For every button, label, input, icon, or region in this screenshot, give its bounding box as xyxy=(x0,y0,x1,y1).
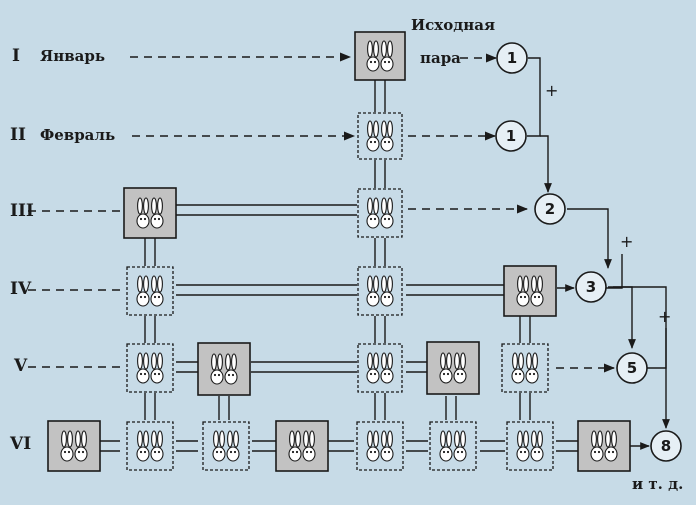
count-circle-1: 1 xyxy=(496,42,528,74)
month-label-4: IV xyxy=(10,279,32,299)
count-value-5: 5 xyxy=(627,359,637,377)
count-circle-4: 3 xyxy=(575,271,607,303)
young-pair-box-8 xyxy=(126,343,174,393)
month-label-5: V xyxy=(13,356,28,376)
month-name-january: Январь xyxy=(40,47,105,65)
young-pair-box-18 xyxy=(429,421,477,471)
count-value-1: 1 xyxy=(507,49,517,67)
etc-label: и т. д. xyxy=(632,475,683,493)
young-pair-box-19 xyxy=(506,421,554,471)
adult-pair-box-7 xyxy=(503,265,557,317)
young-pair-box-14 xyxy=(126,421,174,471)
young-pair-box-10 xyxy=(357,343,403,393)
month-label-1: I xyxy=(12,46,20,66)
adult-pair-box-1 xyxy=(354,31,406,81)
young-pair-box-17 xyxy=(356,421,404,471)
adult-pair-box-16 xyxy=(275,420,329,472)
young-pair-box-6 xyxy=(357,266,403,316)
adult-pair-box-20 xyxy=(577,420,631,472)
count-value-4: 3 xyxy=(586,278,596,296)
month-label-6: VI xyxy=(9,434,31,454)
adult-pair-box-13 xyxy=(47,420,101,472)
young-pair-box-2 xyxy=(357,112,403,160)
month-label-2: II xyxy=(10,125,26,145)
count-value-6: 8 xyxy=(661,437,671,455)
count-value-2: 1 xyxy=(506,127,516,145)
plus-sign-1: + xyxy=(545,81,558,100)
young-pair-box-4 xyxy=(357,188,403,238)
month-name-february: Февраль xyxy=(40,126,115,144)
plus-sign-2: + xyxy=(620,232,633,251)
count-circle-2: 1 xyxy=(495,120,527,152)
adult-pair-box-9 xyxy=(197,342,251,396)
count-circle-5: 5 xyxy=(616,352,648,384)
month-label-3: III xyxy=(10,201,34,221)
count-value-3: 2 xyxy=(545,200,555,218)
young-pair-box-12 xyxy=(501,343,549,393)
initial-pair-caption-line1: Исходная xyxy=(411,16,495,34)
plus-sign-3: + xyxy=(658,307,671,326)
adult-pair-box-11 xyxy=(426,341,480,395)
initial-pair-caption-line2: пара xyxy=(420,49,461,67)
count-circle-3: 2 xyxy=(534,193,566,225)
young-pair-box-5 xyxy=(126,266,174,316)
count-circle-6: 8 xyxy=(650,430,682,462)
young-pair-box-15 xyxy=(202,421,250,471)
adult-pair-box-3 xyxy=(123,187,177,239)
rabbit-pair-boxes xyxy=(47,31,631,472)
